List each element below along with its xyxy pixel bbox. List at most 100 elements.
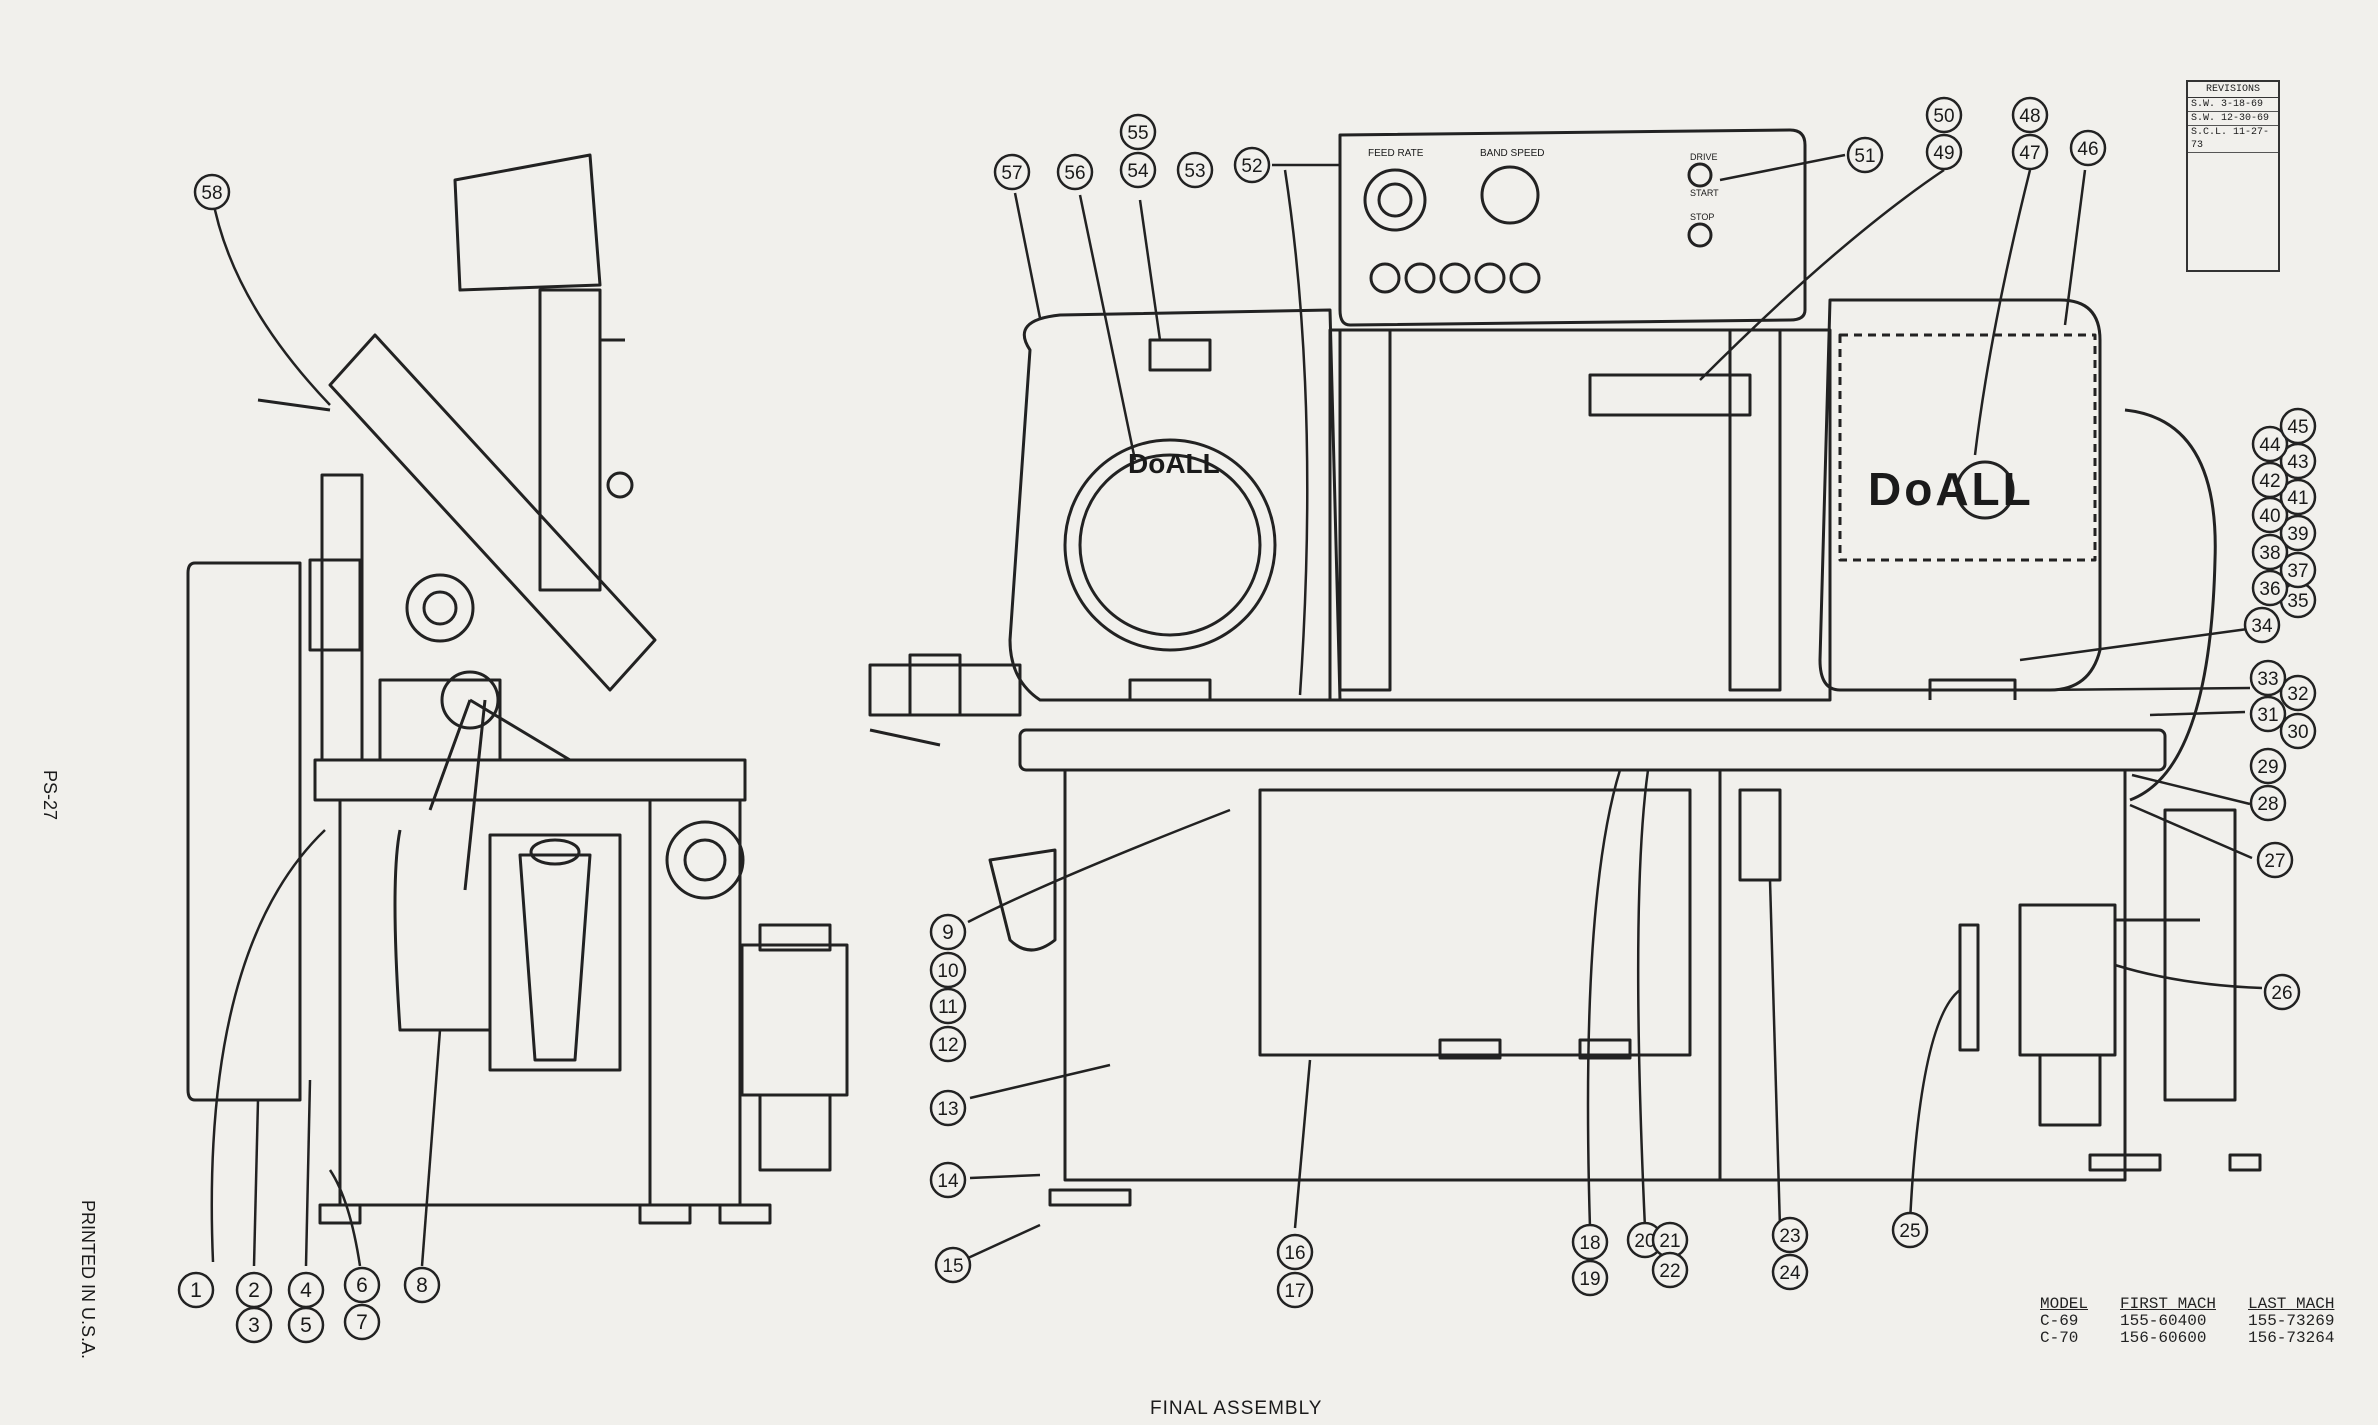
callout-circle <box>2251 533 2289 571</box>
callout-circle <box>2249 659 2287 697</box>
callout-number: 23 <box>1779 1226 1800 1247</box>
callout-number: 25 <box>1899 1221 1920 1242</box>
callout-number: 49 <box>1933 143 1954 164</box>
callout-circle <box>1651 1251 1689 1289</box>
callout-number: 42 <box>2259 471 2280 492</box>
revision-row: S.C.L. 11-27-73 <box>2188 126 2278 153</box>
side-view <box>186 153 849 1225</box>
callout-22: 22 <box>1651 1251 1689 1289</box>
callout-circle <box>1846 136 1884 174</box>
drawing-title: FINAL ASSEMBLY <box>1150 1398 1323 1419</box>
callout-circle <box>2279 407 2317 445</box>
callout-circle <box>2249 784 2287 822</box>
callout-circle <box>929 913 967 951</box>
callout-number: 32 <box>2287 684 2308 705</box>
callout-30: 30 <box>2279 712 2317 750</box>
callout-number: 39 <box>2287 524 2308 545</box>
callout-26: 26 <box>2263 973 2301 1011</box>
callout-circle <box>929 987 967 1025</box>
callout-circle <box>1119 113 1157 151</box>
callout-16: 16 <box>1276 1233 1314 1271</box>
callout-number: 54 <box>1127 161 1149 182</box>
panel-logo-text: DoALL <box>1128 448 1220 479</box>
callout-4: 4 <box>287 1271 325 1309</box>
callout-2: 2 <box>235 1271 273 1309</box>
callout-51: 51 <box>1846 136 1884 174</box>
callout-49: 49 <box>1925 133 1963 171</box>
callout-number: 9 <box>942 921 954 944</box>
callout-24: 24 <box>1771 1253 1809 1291</box>
callout-circle <box>235 1306 273 1344</box>
callout-18: 18 <box>1571 1223 1609 1261</box>
callout-circle <box>2251 569 2289 607</box>
printed-note: PRINTED IN U.S.A. <box>78 1200 98 1360</box>
callout-25: 25 <box>1891 1211 1929 1249</box>
callout-number: 46 <box>2077 139 2098 160</box>
callout-11: 11 <box>929 987 967 1025</box>
callout-number: 7 <box>356 1311 368 1334</box>
callout-8: 8 <box>403 1266 441 1304</box>
callout-number: 28 <box>2257 794 2278 815</box>
start-label: START <box>1690 188 1719 198</box>
callout-number: 13 <box>937 1099 958 1120</box>
callout-20: 20 <box>1626 1221 1664 1259</box>
callout-circle <box>1571 1259 1609 1297</box>
callout-circle <box>1276 1233 1314 1271</box>
last-mach-header: LAST MACH <box>2248 1295 2335 1313</box>
callout-number: 8 <box>416 1274 428 1297</box>
callout-circle <box>2011 133 2049 171</box>
callout-50: 50 <box>1925 96 1963 134</box>
callout-number: 35 <box>2287 591 2308 612</box>
callout-39: 39 <box>2279 514 2317 552</box>
callout-19: 19 <box>1571 1259 1609 1297</box>
front-view <box>868 128 2262 1207</box>
callout-number: 47 <box>2019 143 2040 164</box>
callout-27: 27 <box>2256 841 2294 879</box>
callout-circle <box>2251 425 2289 463</box>
callout-34: 34 <box>2243 606 2281 644</box>
callout-number: 48 <box>2019 106 2040 127</box>
callout-9: 9 <box>929 913 967 951</box>
callout-circle <box>2243 606 2281 644</box>
callout-53: 53 <box>1176 151 1214 189</box>
callout-number: 21 <box>1659 1231 1680 1252</box>
callout-46: 46 <box>2069 129 2107 167</box>
callout-circle <box>1119 151 1157 189</box>
callout-circle <box>2249 747 2287 785</box>
stop-label: STOP <box>1690 212 1715 222</box>
callout-circle <box>1891 1211 1929 1249</box>
table-row: C-70 156-60600 156-73264 <box>2040 1329 2335 1347</box>
callout-number: 30 <box>2287 722 2308 743</box>
callout-circle <box>343 1266 381 1304</box>
callout-12: 12 <box>929 1025 967 1063</box>
callout-number: 55 <box>1127 123 1148 144</box>
callout-35: 35 <box>2279 581 2317 619</box>
callout-number: 53 <box>1184 161 1205 182</box>
callout-48: 48 <box>2011 96 2049 134</box>
callout-circle <box>2279 712 2317 750</box>
callout-55: 55 <box>1119 113 1157 151</box>
callout-circle <box>287 1306 325 1344</box>
callout-circle <box>1925 133 1963 171</box>
callout-number: 31 <box>2257 705 2278 726</box>
callout-number: 36 <box>2259 579 2280 600</box>
callout-number: 38 <box>2259 543 2280 564</box>
callout-38: 38 <box>2251 533 2289 571</box>
callout-33: 33 <box>2249 659 2287 697</box>
callout-3: 3 <box>235 1306 273 1344</box>
callout-58: 58 <box>193 173 231 211</box>
callout-13: 13 <box>929 1089 967 1127</box>
callout-circle <box>1233 146 1271 184</box>
callout-number: 12 <box>937 1035 958 1056</box>
callout-57: 57 <box>993 153 1031 191</box>
callout-number: 24 <box>1779 1263 1801 1284</box>
callout-number: 3 <box>248 1314 260 1337</box>
callout-7: 7 <box>343 1303 381 1341</box>
callout-23: 23 <box>1771 1216 1809 1254</box>
callout-number: 33 <box>2257 669 2278 690</box>
callout-circle <box>2279 478 2317 516</box>
callout-number: 44 <box>2259 435 2281 456</box>
callout-circle <box>929 1025 967 1063</box>
callout-circle <box>2256 841 2294 879</box>
callout-circle <box>2249 695 2287 733</box>
